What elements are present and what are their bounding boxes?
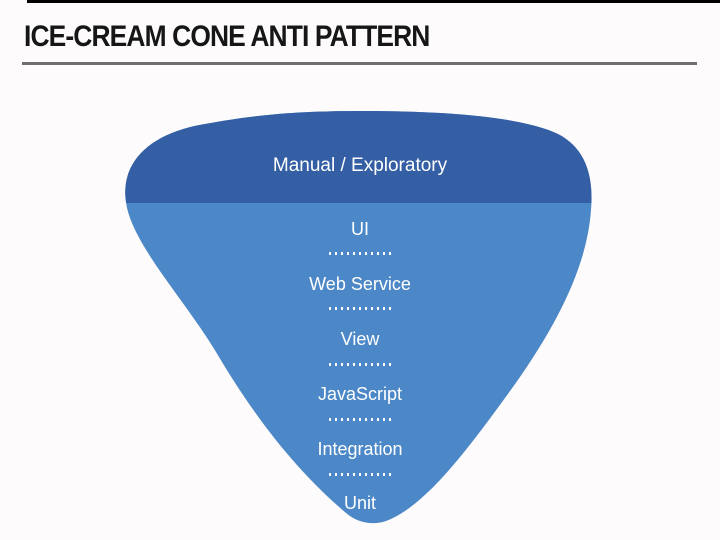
layer-label-view: View [340,329,380,349]
layer-label-unit: Unit [343,493,376,513]
dotted-divider [329,307,392,310]
layer-label-ui: UI [351,219,369,239]
cone-blob-shape [125,111,592,524]
layer-label-integration: Integration [317,439,403,459]
page-title: ICE-CREAM CONE ANTI PATTERN [24,20,430,53]
dotted-divider [329,252,392,255]
dotted-divider [329,473,392,476]
dotted-divider [329,363,392,366]
top-border-line [27,0,720,3]
layer-label-manual-exploratory: Manual / Exploratory [272,155,448,176]
manual-section-fill [125,111,592,203]
layer-label-web-service: Web Service [309,274,411,294]
title-underline [22,62,697,65]
layer-label-javascript: JavaScript [317,384,403,404]
dotted-divider [329,418,392,421]
